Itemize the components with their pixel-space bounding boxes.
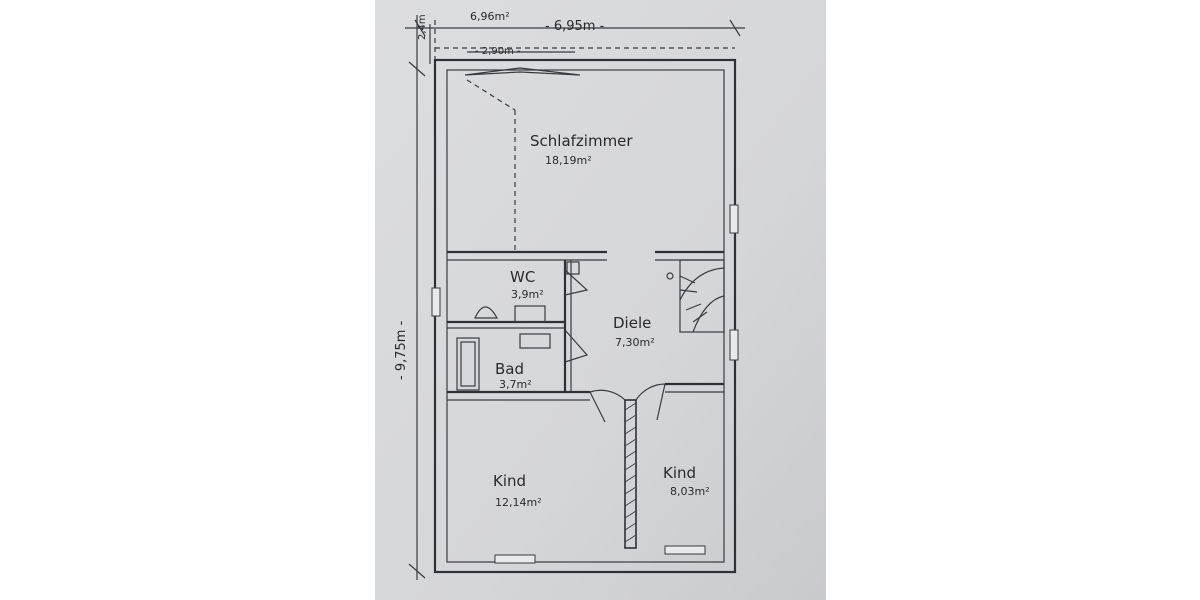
window-width-dimension: - 2,90m - [475,46,521,57]
door-swings [564,269,666,423]
wc-area: 3,9m² [511,288,544,301]
dimension-lines [405,15,745,580]
divider-hatch [624,402,637,543]
kind-2-name: Kind [663,464,696,482]
interior-walls [447,250,724,549]
windows [431,204,739,564]
balcony-depth-dimension: 2,4m [417,14,428,40]
balcony-area: 6,96m² [470,10,510,23]
schlafzimmer-name: Schlafzimmer [530,132,633,150]
floor-plan-photo: 6,96m² - 6,95m - 2,4m - 2,90m - - 9,75m … [375,0,826,600]
bathroom-fixtures [456,261,580,391]
width-dimension: - 6,95m - [545,19,605,34]
wc-name: WC [510,268,535,286]
diele-area: 7,30m² [615,336,655,349]
paper-sheet [375,0,826,600]
schlafzimmer-area: 18,19m² [545,154,592,167]
balcony-outline [434,20,735,252]
bad-name: Bad [495,360,524,378]
staircase [666,259,725,333]
kind-1-area: 12,14m² [495,496,542,509]
height-dimension: - 9,75m - [394,320,409,380]
kind-1-name: Kind [493,472,526,490]
kind-2-area: 8,03m² [670,485,710,498]
diele-name: Diele [613,314,651,332]
bad-area: 3,7m² [499,378,532,391]
